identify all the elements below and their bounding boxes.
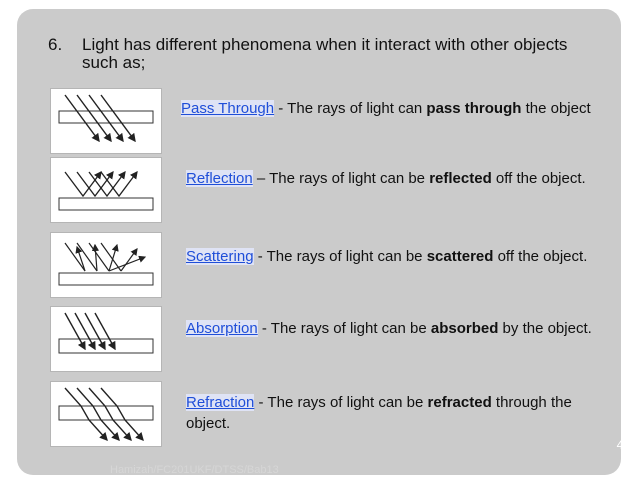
reflection-tail: off the object. <box>491 170 586 187</box>
reflection-diagram-icon <box>50 157 162 223</box>
term-refraction: Refraction <box>186 394 255 411</box>
slide-footer: Hamizah/FC201UKF/DTSS/Bab13 <box>110 464 279 476</box>
refraction-description: Refraction - The rays of light can be re… <box>186 392 616 434</box>
absorption-keyword: absorbed <box>430 320 499 337</box>
scattering-keyword: scattered <box>426 248 494 265</box>
pass-through-description: Pass Through - The rays of light can pas… <box>181 98 611 119</box>
term-pass-through: Pass Through <box>181 100 275 117</box>
refraction-diagram-icon <box>50 381 162 447</box>
pass-through-diagram-icon <box>50 88 162 154</box>
refraction-text: - The rays of light can be <box>254 394 428 411</box>
scattering-text: - The rays of light can be <box>253 248 427 265</box>
pass-through-keyword: pass through <box>426 100 522 117</box>
scattering-diagram-icon <box>50 232 162 298</box>
term-reflection: Reflection <box>186 170 253 187</box>
scattering-tail: off the object. <box>493 248 588 265</box>
refraction-keyword: refracted <box>427 394 492 411</box>
pass-through-text: - The rays of light can <box>274 100 427 117</box>
reflection-description: Reflection – The rays of light can be re… <box>186 168 616 189</box>
refraction-tail: through the object. <box>186 394 572 432</box>
absorption-text: - The rays of light can be <box>257 320 431 337</box>
absorption-tail: by the object. <box>498 320 592 337</box>
page-number: 47 <box>616 438 630 452</box>
absorption-diagram-icon <box>50 306 162 372</box>
absorption-description: Absorption - The rays of light can be ab… <box>186 318 616 339</box>
term-absorption: Absorption <box>186 320 258 337</box>
heading-number: 6. <box>48 35 63 54</box>
pass-through-tail: the object <box>521 100 591 117</box>
scattering-description: Scattering - The rays of light can be sc… <box>186 246 616 267</box>
reflection-text: – The rays of light can be <box>252 170 430 187</box>
reflection-keyword: reflected <box>429 170 492 187</box>
term-scattering: Scattering <box>186 248 254 265</box>
heading-text: Light has different phenomena when it in… <box>82 35 568 72</box>
